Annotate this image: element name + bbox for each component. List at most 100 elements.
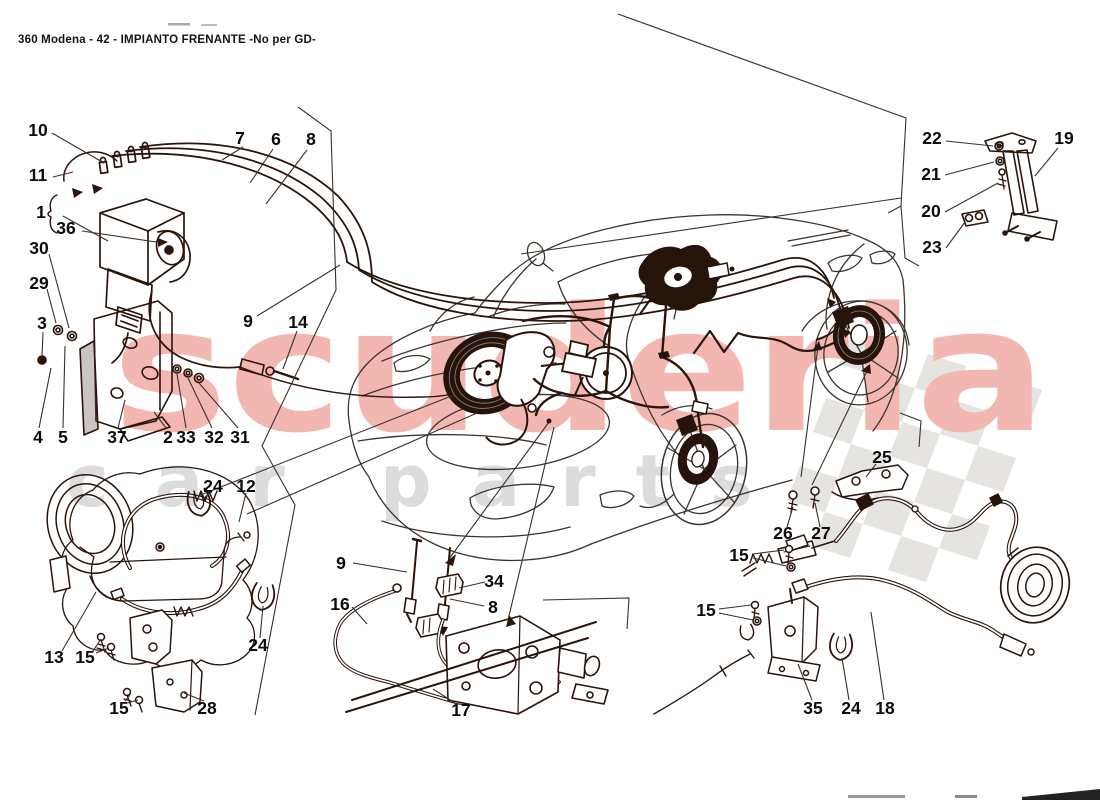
leader-line-29 — [46, 288, 57, 324]
leader-line-18 — [870, 611, 885, 701]
leader-line-15 — [127, 699, 139, 704]
callout-18: 18 — [875, 698, 895, 718]
checker-cell — [940, 400, 991, 446]
callout-24: 24 — [203, 476, 223, 496]
frame-and-locator-lines — [197, 13, 922, 716]
checker-cell — [915, 354, 966, 400]
leader-line-19 — [1034, 147, 1059, 177]
callout-9: 9 — [243, 311, 253, 331]
callout-23: 23 — [922, 237, 942, 257]
callout-24: 24 — [841, 698, 861, 718]
callout-2: 2 — [163, 427, 173, 447]
abs-unit-assembly — [47, 141, 191, 364]
callout-37: 37 — [107, 427, 126, 447]
callout-30: 30 — [29, 238, 49, 258]
checker-cell — [965, 446, 1016, 492]
callout-19: 19 — [1054, 128, 1074, 148]
callout-8: 8 — [488, 597, 498, 617]
leader-line-9 — [256, 264, 341, 317]
handbrake-bracket-assembly — [961, 132, 1058, 242]
callout-21: 21 — [921, 164, 941, 184]
callout-16: 16 — [330, 594, 350, 614]
leader-line-1 — [62, 215, 109, 242]
leader-line-21 — [944, 161, 995, 176]
callout-13: 13 — [44, 647, 64, 667]
callout-9: 9 — [336, 553, 346, 573]
callout-24: 24 — [248, 635, 268, 655]
leader-line-24 — [200, 491, 213, 501]
leader-line-15 — [92, 638, 102, 652]
callout-12: 12 — [236, 476, 256, 496]
leader-line-27 — [814, 502, 821, 528]
checker-cell — [991, 378, 1042, 424]
callout-20: 20 — [921, 201, 941, 221]
retaining-clips — [186, 487, 853, 661]
callout-28: 28 — [197, 698, 217, 718]
checker-cell — [889, 422, 940, 468]
checker-cell — [939, 514, 990, 560]
callout-15: 15 — [109, 698, 129, 718]
brake-system-illustration — [37, 141, 886, 485]
lower-wheel-disc — [676, 414, 719, 485]
callout-29: 29 — [29, 273, 49, 293]
callout-26: 26 — [773, 523, 793, 543]
leader-line-15 — [124, 694, 131, 702]
leader-line-23 — [945, 221, 966, 249]
leader-line-9 — [352, 562, 408, 573]
leader-line-36 — [81, 230, 157, 243]
callout-15: 15 — [729, 545, 749, 565]
leader-line-28 — [183, 692, 205, 702]
checker-cell — [813, 398, 864, 444]
leader-line-31 — [198, 382, 239, 429]
leader-line-15 — [718, 604, 752, 610]
locator-arrowheads — [158, 238, 871, 627]
leader-line-7 — [221, 146, 244, 161]
callout-15: 15 — [75, 647, 95, 667]
leader-line-8 — [265, 149, 308, 205]
leader-line-30 — [48, 253, 70, 329]
leader-line-13 — [61, 591, 97, 652]
leader-line-22 — [945, 140, 994, 147]
rear-brake-disc — [815, 305, 886, 365]
callout-31: 31 — [230, 427, 250, 447]
checker-cell — [864, 376, 915, 422]
leader-line-15 — [752, 557, 787, 567]
leader-line-16 — [351, 606, 368, 625]
callout-5: 5 — [58, 427, 68, 447]
leader-line-24 — [841, 657, 850, 701]
leader-line-10 — [51, 132, 105, 164]
brake-line-network — [521, 293, 840, 449]
callout-34: 34 — [484, 571, 504, 591]
leader-line-12 — [238, 492, 247, 523]
leader-line-4 — [38, 367, 52, 429]
page-edge-marks — [168, 23, 1100, 800]
leader-line-11 — [52, 171, 74, 178]
callout-7: 7 — [235, 128, 245, 148]
abs-bracket-assembly — [37, 290, 463, 442]
callout-17: 17 — [451, 700, 470, 720]
callout-35: 35 — [803, 698, 823, 718]
leader-line-15 — [752, 549, 785, 555]
callout-3: 3 — [37, 313, 47, 333]
callout-32: 32 — [204, 427, 224, 447]
checker-cell — [914, 468, 965, 514]
leader-line-26 — [786, 506, 794, 528]
leader-line-8 — [449, 598, 485, 607]
callout-14: 14 — [288, 312, 308, 332]
parking-brake-assembly — [653, 464, 1071, 715]
checker-cell — [888, 536, 939, 582]
callout-1: 1 — [36, 202, 46, 222]
leader-line-33 — [176, 373, 187, 429]
callout-4: 4 — [33, 427, 43, 447]
callout-10: 10 — [28, 120, 48, 140]
leader-line-17 — [432, 688, 456, 704]
callout-25: 25 — [872, 447, 892, 467]
callout-22: 22 — [922, 128, 942, 148]
front-hose-assembly — [46, 466, 259, 713]
leader-line-5 — [62, 345, 66, 429]
callout-33: 33 — [176, 427, 196, 447]
callout-11: 11 — [29, 165, 48, 185]
